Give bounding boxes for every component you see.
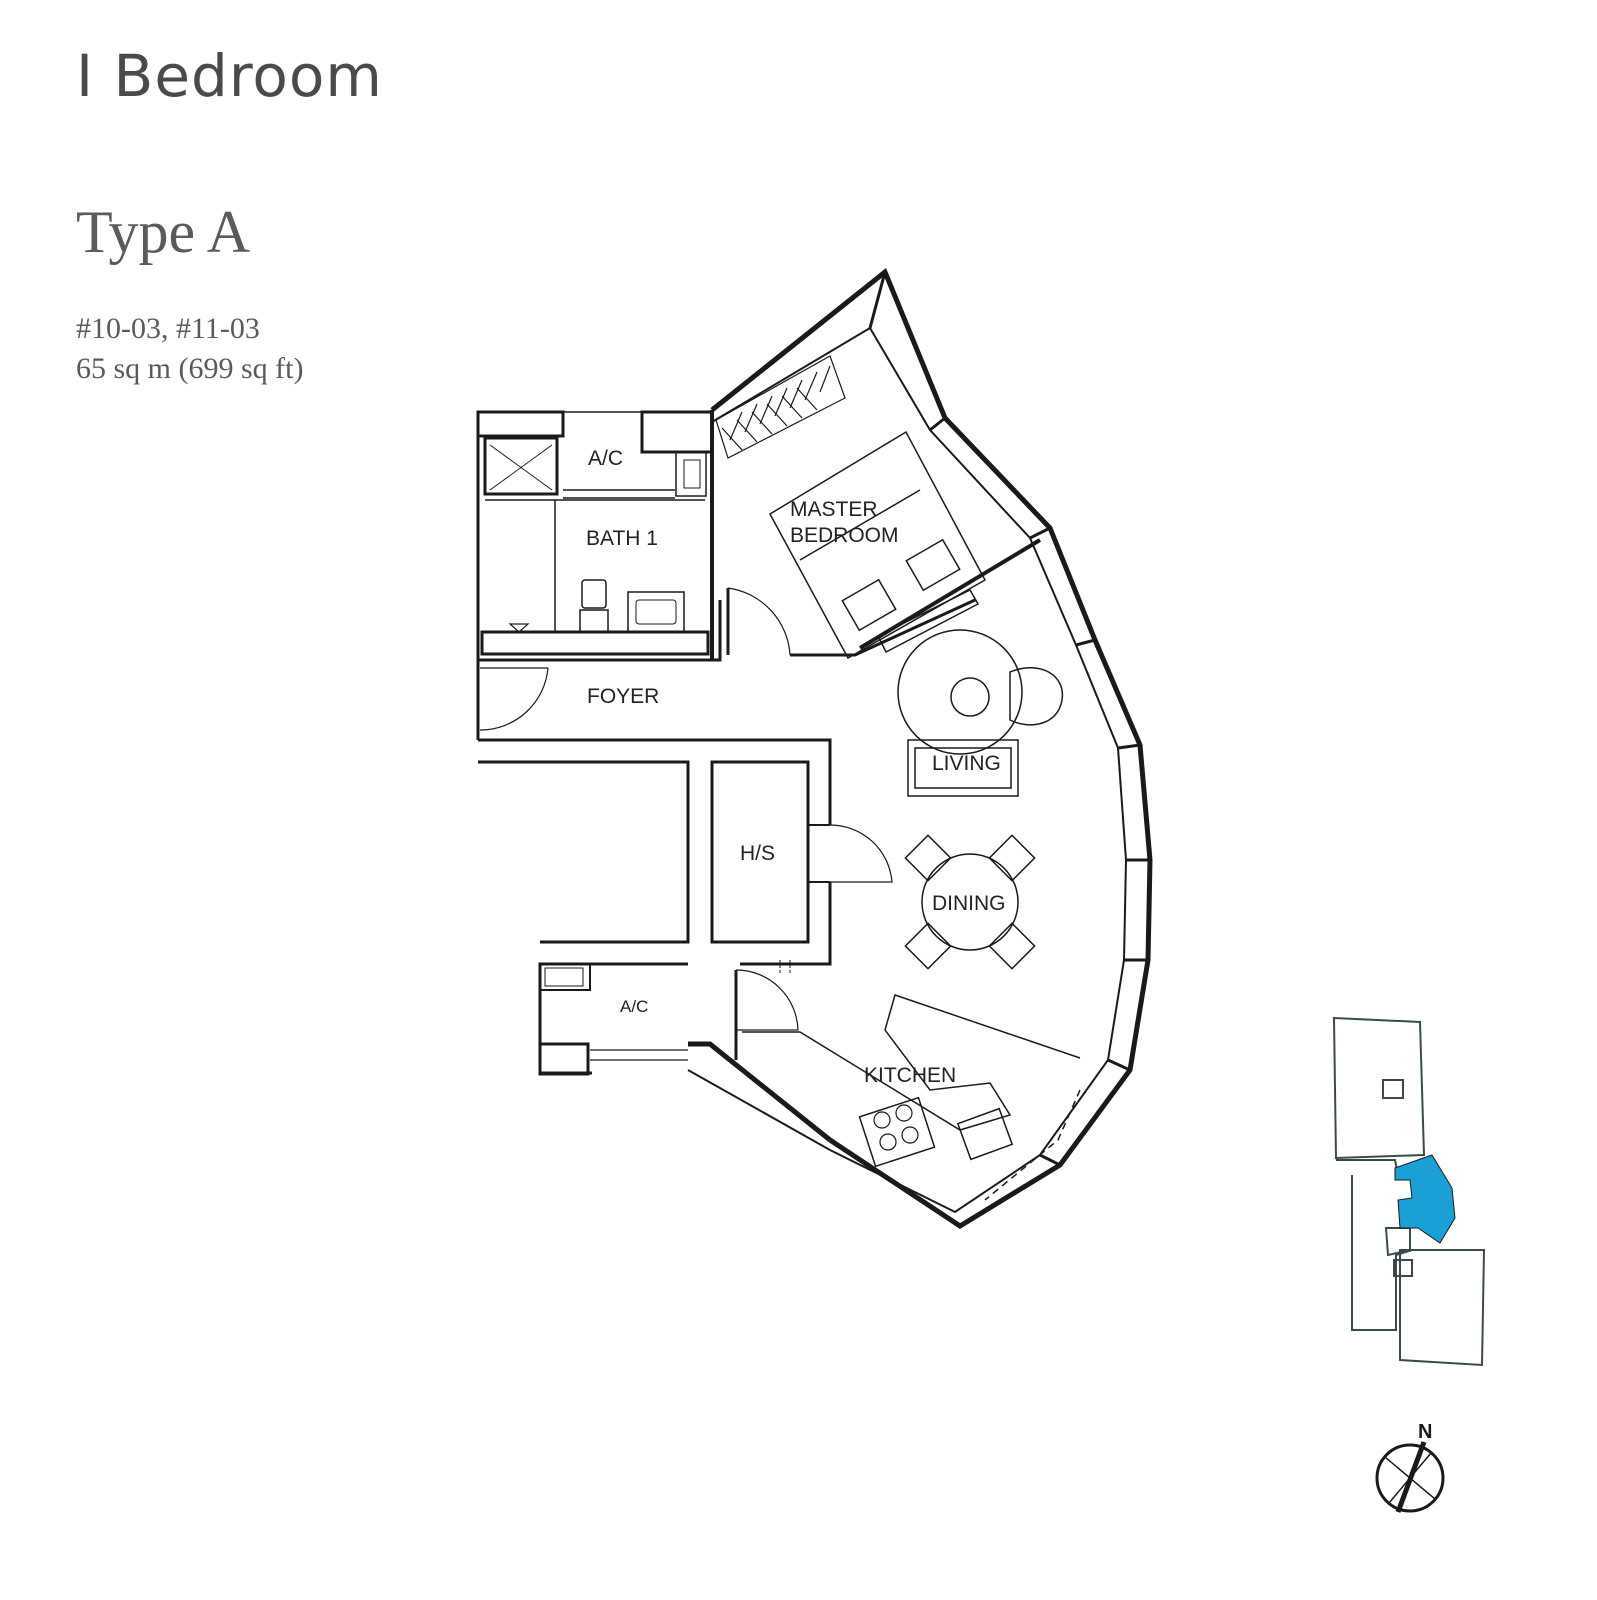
wardrobe: [715, 355, 846, 459]
north-compass: [1375, 1441, 1445, 1513]
highlighted-unit: [1394, 1154, 1456, 1244]
label-ac-bottom: A/C: [620, 997, 648, 1016]
bed: [768, 430, 987, 660]
unit-type: Type A: [76, 199, 251, 265]
label-kitchen: KITCHEN: [864, 1064, 956, 1087]
label-bedroom: BEDROOM: [790, 524, 899, 547]
outer-wall: [710, 267, 1153, 1229]
interior-walls: [476, 410, 1081, 1168]
label-living: LIVING: [932, 752, 1001, 775]
unit-area: 65 sq m (699 sq ft): [76, 352, 304, 385]
label-ac-top: A/C: [588, 447, 623, 470]
label-hs: H/S: [740, 842, 775, 865]
category-title: I Bedroom: [76, 42, 383, 110]
label-foyer: FOYER: [587, 685, 659, 708]
unit-numbers: #10-03, #11-03: [76, 312, 260, 345]
living-furniture: [897, 629, 1064, 797]
dining-set: [904, 834, 1036, 970]
label-bath: BATH 1: [586, 527, 658, 550]
label-dining: DINING: [932, 892, 1006, 915]
compass-north-label: N: [1418, 1421, 1432, 1443]
key-plan: [1332, 1016, 1486, 1367]
label-master: MASTER: [790, 498, 878, 521]
